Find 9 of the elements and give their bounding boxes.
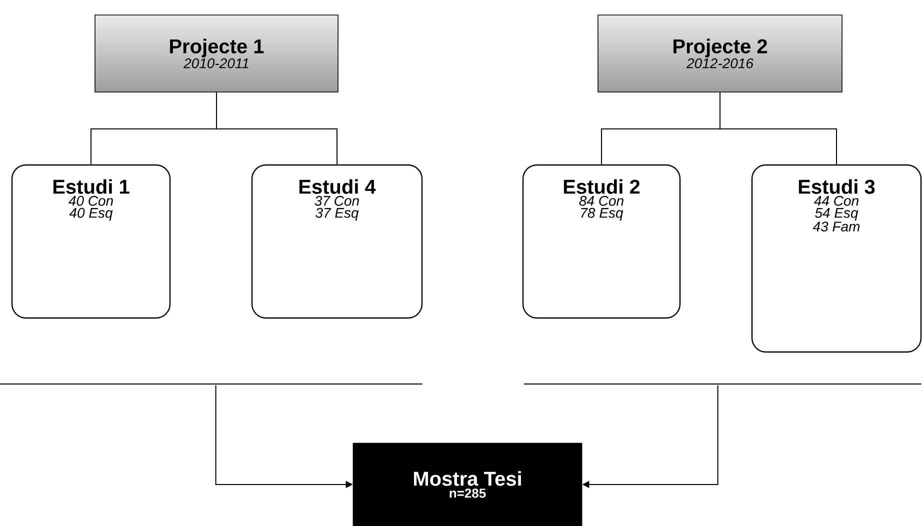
study-box: Estudi 3 44 Con 54 Esq 43 Fam [751,164,922,353]
result-box: Mostra Tesi n=285 [352,442,582,526]
project-box: Projecte 1 2010-2011 [94,14,338,92]
connector [216,92,338,165]
study-box: Estudi 1 40 Con 40 Esq [11,164,171,319]
project-box: Projecte 2 2012-2016 [598,14,842,92]
study-box: Estudi 4 37 Con 37 Esq [251,164,423,319]
connector [720,92,837,165]
study-box: Estudi 2 84 Con 78 Esq [522,164,681,319]
